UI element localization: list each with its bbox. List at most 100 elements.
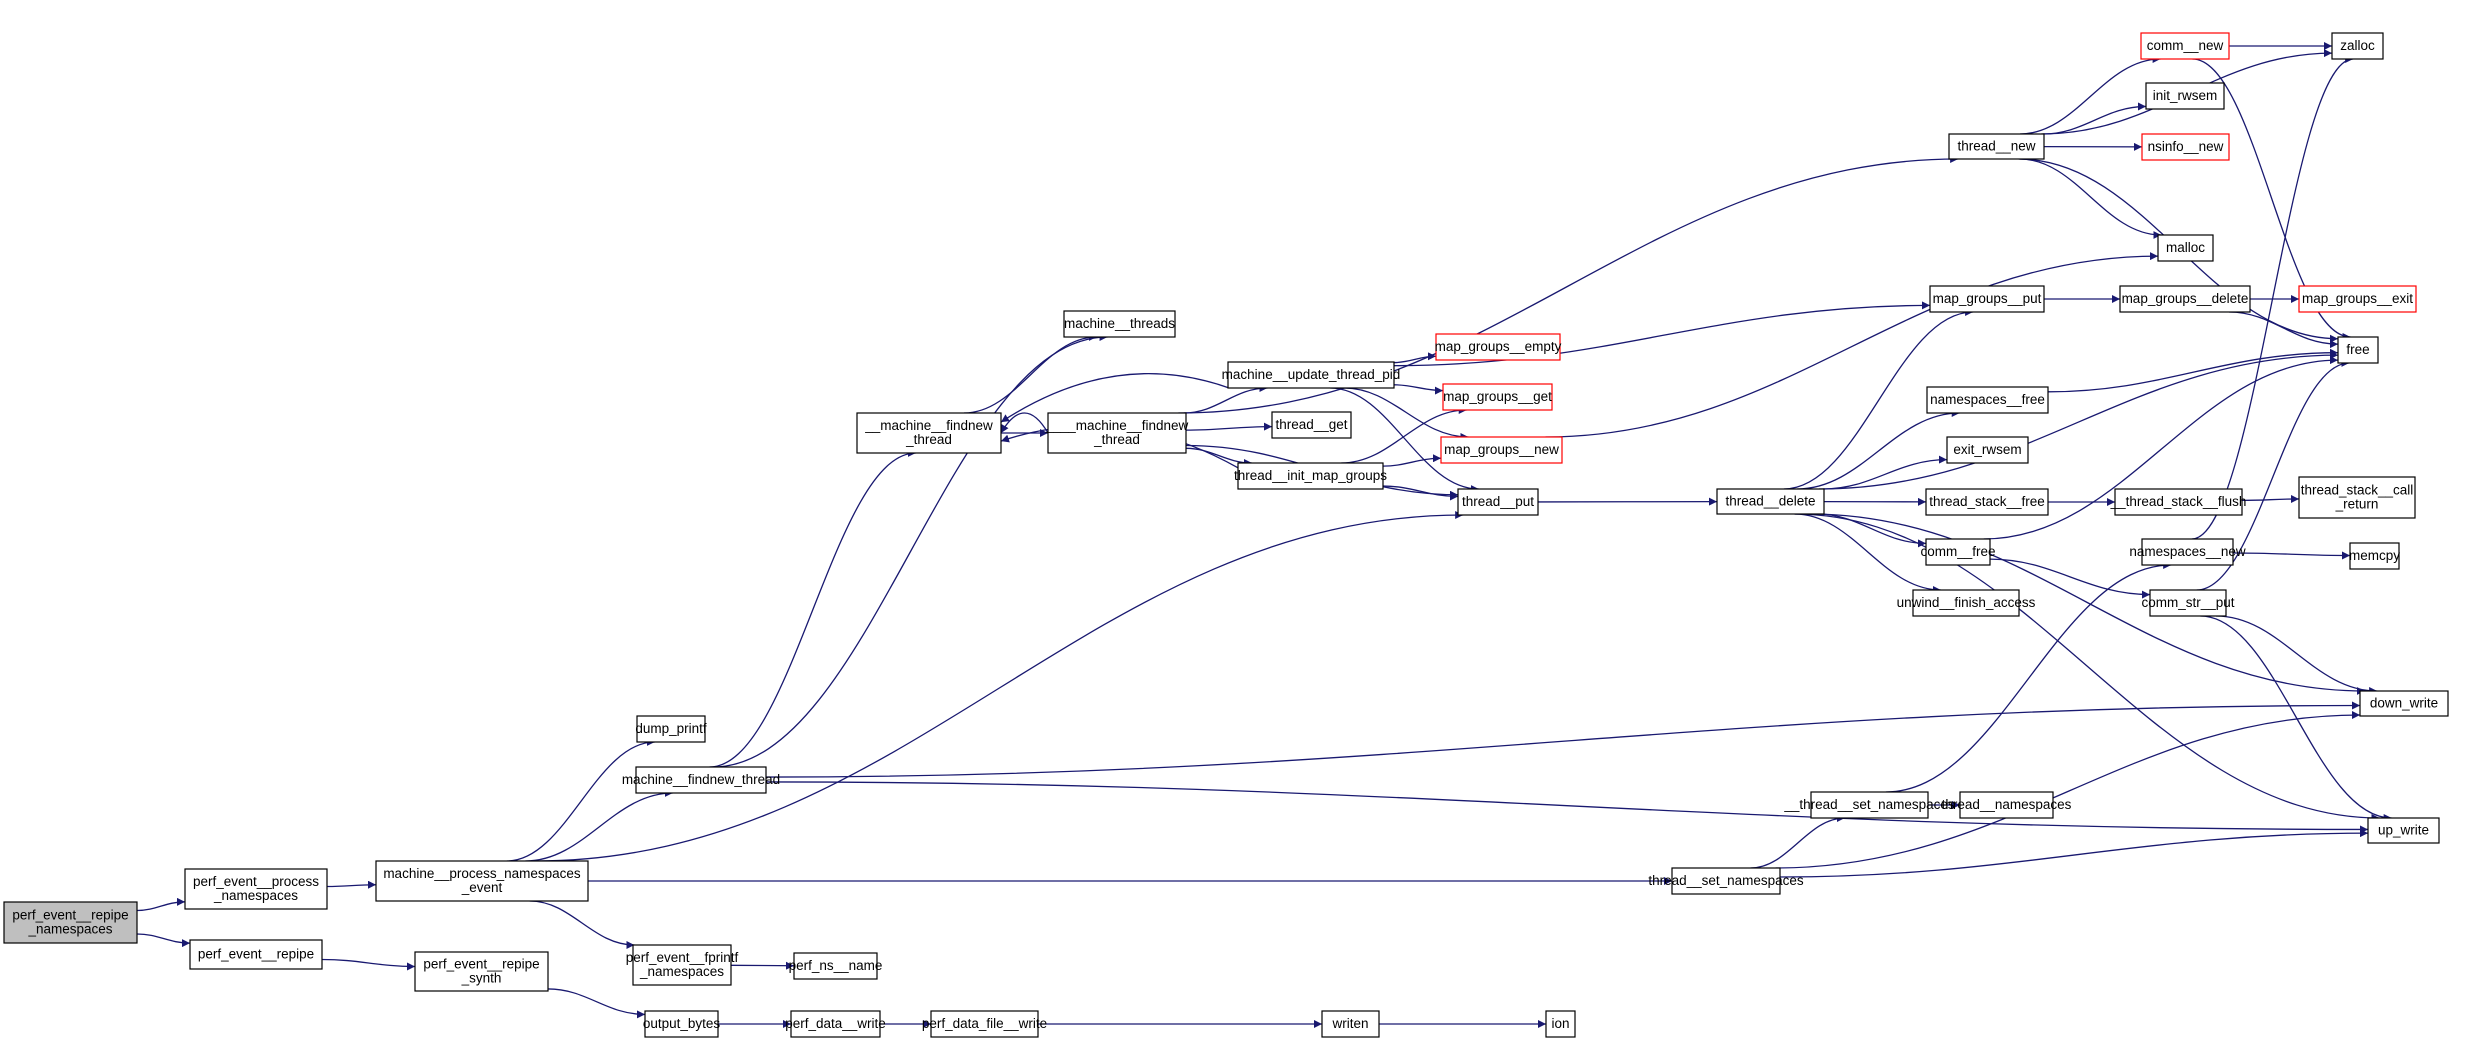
node-label: _namespaces (639, 964, 724, 979)
node-unwind_finish_access[interactable]: unwind__finish_access (1897, 589, 2036, 617)
edge-thread_delete-to-up_write (1794, 513, 2380, 822)
edge-thread_delete-to-map_groups_put (1783, 308, 1974, 490)
edge-comm_str_put-to-free (2196, 359, 2350, 591)
node-box (2119, 285, 2251, 313)
edge-machine_update_thread_pid-to-map_groups_get (1393, 384, 1444, 395)
edge-comm_free-to-comm_str_put (1989, 558, 2151, 599)
node-__thread_set_namespaces[interactable]: __thread__set_namespaces (1783, 791, 1955, 819)
node-map_groups_get: map_groups__get (1442, 383, 1553, 411)
edge-machine_update_thread_pid-to-__machine_findnew_thread (1000, 373, 1229, 423)
node-thread_delete[interactable]: thread__delete (1716, 488, 1825, 515)
edge-thread_new-to-malloc (2019, 158, 2162, 239)
node-memcpy[interactable]: memcpy (2349, 542, 2400, 570)
node-pe_repipe[interactable]: perf_event__repipe (189, 939, 323, 970)
node-dump_printf[interactable]: dump_printf (635, 715, 707, 743)
node-machine_threads[interactable]: machine__threads (1063, 310, 1176, 338)
node-pe_fprintf_ns[interactable]: perf_event__fprintf_namespaces (626, 944, 739, 986)
node-label: __thread_stack__flush (2110, 494, 2247, 509)
node-label: perf_event__repipe (12, 908, 128, 923)
node-label: exit_rwsem (1953, 442, 2021, 457)
node-namespaces_new[interactable]: namespaces__new (2129, 538, 2246, 566)
node-label: thread__init_map_groups (1234, 468, 1387, 483)
node-machine_findnew_thread[interactable]: machine__findnew_thread (622, 766, 780, 794)
node-init_rwsem[interactable]: init_rwsem (2145, 82, 2225, 110)
node-thread_init_map_groups[interactable]: thread__init_map_groups (1234, 462, 1387, 490)
node-exit_rwsem[interactable]: exit_rwsem (1946, 436, 2029, 464)
node-free[interactable]: free (2337, 336, 2379, 364)
node-label: __machine__findnew (864, 418, 993, 433)
edge-__thread_stack_flush-to-thread_stack_call_return (2241, 494, 2300, 503)
node-label: perf_data_file__write (922, 1016, 1047, 1031)
node-pe_repipe_synth[interactable]: perf_event__repipe_synth (414, 951, 549, 992)
node-label: map_groups__delete (2122, 291, 2249, 306)
node-thread_stack_free[interactable]: thread_stack__free (1925, 488, 2049, 516)
node-down_write[interactable]: down_write (2359, 690, 2449, 717)
node-thread_get[interactable]: thread__get (1271, 411, 1352, 439)
node-box (1321, 1010, 1380, 1038)
node-box (2331, 32, 2384, 60)
edges-layer (136, 42, 2392, 1028)
node-map_groups_empty: map_groups__empty (1435, 333, 1562, 361)
node-nsinfo_new: nsinfo__new (2141, 133, 2230, 161)
node-label: zalloc (2340, 38, 2375, 53)
node-label: _namespaces (27, 922, 112, 937)
node-label: _thread (1093, 432, 1140, 447)
edge-thread_delete-to-down_write (1809, 513, 2365, 695)
edge-thread_delete-to-namespaces_free (1797, 409, 1960, 490)
node-box (1671, 867, 1781, 895)
node-box (1440, 436, 1563, 464)
edge-machine_update_thread_pid-to-thread_put (1330, 387, 1479, 493)
node-box (1237, 462, 1384, 490)
edge-thread_init_map_groups-to-thread_put (1382, 485, 1459, 501)
node-label: perf_ns__name (789, 958, 883, 973)
node-writen[interactable]: writen (1321, 1010, 1380, 1038)
node-thread_namespaces[interactable]: thread__namespaces (1942, 791, 2072, 819)
node-____machine_findnew_thread[interactable]: ____machine__findnew_thread (1045, 412, 1189, 454)
node-map_groups_put[interactable]: map_groups__put (1929, 285, 2045, 313)
node-label: thread__get (1275, 417, 1347, 432)
node-label: _synth (461, 971, 502, 986)
node-machine_update_thread_pid[interactable]: machine__update_thread_pid (1222, 361, 1401, 389)
node-malloc[interactable]: malloc (2157, 234, 2214, 262)
node-label: machine__threads (1064, 316, 1175, 331)
node-box (1435, 333, 1561, 361)
node-thread_new[interactable]: thread__new (1948, 133, 2045, 160)
node-label: up_write (2378, 823, 2429, 838)
node-pe_process_ns[interactable]: perf_event__process_namespaces (184, 868, 328, 910)
node-box (1442, 383, 1553, 411)
node-label: thread__new (1957, 139, 2035, 154)
node-root[interactable]: perf_event__repipe_namespaces (3, 901, 138, 944)
node-__machine_findnew_thread[interactable]: __machine__findnew_thread (856, 412, 1002, 454)
node-perf_data_write[interactable]: perf_data__write (785, 1010, 886, 1038)
node-box (1227, 361, 1395, 389)
node-label: perf_data__write (785, 1016, 886, 1031)
node-label: thread__set_namespaces (1648, 873, 1804, 888)
node-zalloc[interactable]: zalloc (2331, 32, 2384, 60)
node-machine_process_ns[interactable]: machine__process_namespaces_event (375, 860, 589, 902)
node-box (635, 766, 767, 794)
edge-map_groups_delete-to-free (2229, 311, 2339, 349)
edge-map_groups_new-to-malloc (1545, 252, 2159, 438)
node-__thread_stack_flush[interactable]: __thread_stack__flush (2110, 488, 2247, 516)
node-namespaces_free[interactable]: namespaces__free (1926, 386, 2049, 414)
node-box (2367, 817, 2440, 844)
edge-thread_delete-to-unwind_finish_access (1794, 513, 1941, 594)
edge-machine_process_ns-to-pe_fprintf_ns (529, 900, 635, 949)
node-perf_ns_name[interactable]: perf_ns__name (789, 952, 883, 980)
node-perf_data_file_write[interactable]: perf_data_file__write (922, 1010, 1047, 1038)
node-comm_str_put[interactable]: comm_str__put (2141, 589, 2235, 617)
node-comm_free[interactable]: comm__free (1920, 538, 1996, 566)
node-map_groups_delete[interactable]: map_groups__delete (2119, 285, 2251, 313)
node-output_bytes[interactable]: output_bytes (643, 1010, 721, 1038)
node-up_write[interactable]: up_write (2367, 817, 2440, 844)
node-thread_stack_call_return[interactable]: thread_stack__call_return (2298, 476, 2416, 519)
node-thread_put[interactable]: thread__put (1457, 488, 1539, 516)
node-label: perf_event__repipe (423, 957, 539, 972)
edge-machine_update_thread_pid-to-map_groups_put (1393, 301, 1931, 367)
node-label: malloc (2166, 240, 2205, 255)
node-thread_set_namespaces[interactable]: thread__set_namespaces (1648, 867, 1804, 895)
node-ion[interactable]: ion (1545, 1010, 1576, 1038)
node-box (2298, 476, 2416, 519)
edge-root-to-pe_process_ns (136, 897, 186, 912)
node-box (2140, 32, 2230, 60)
